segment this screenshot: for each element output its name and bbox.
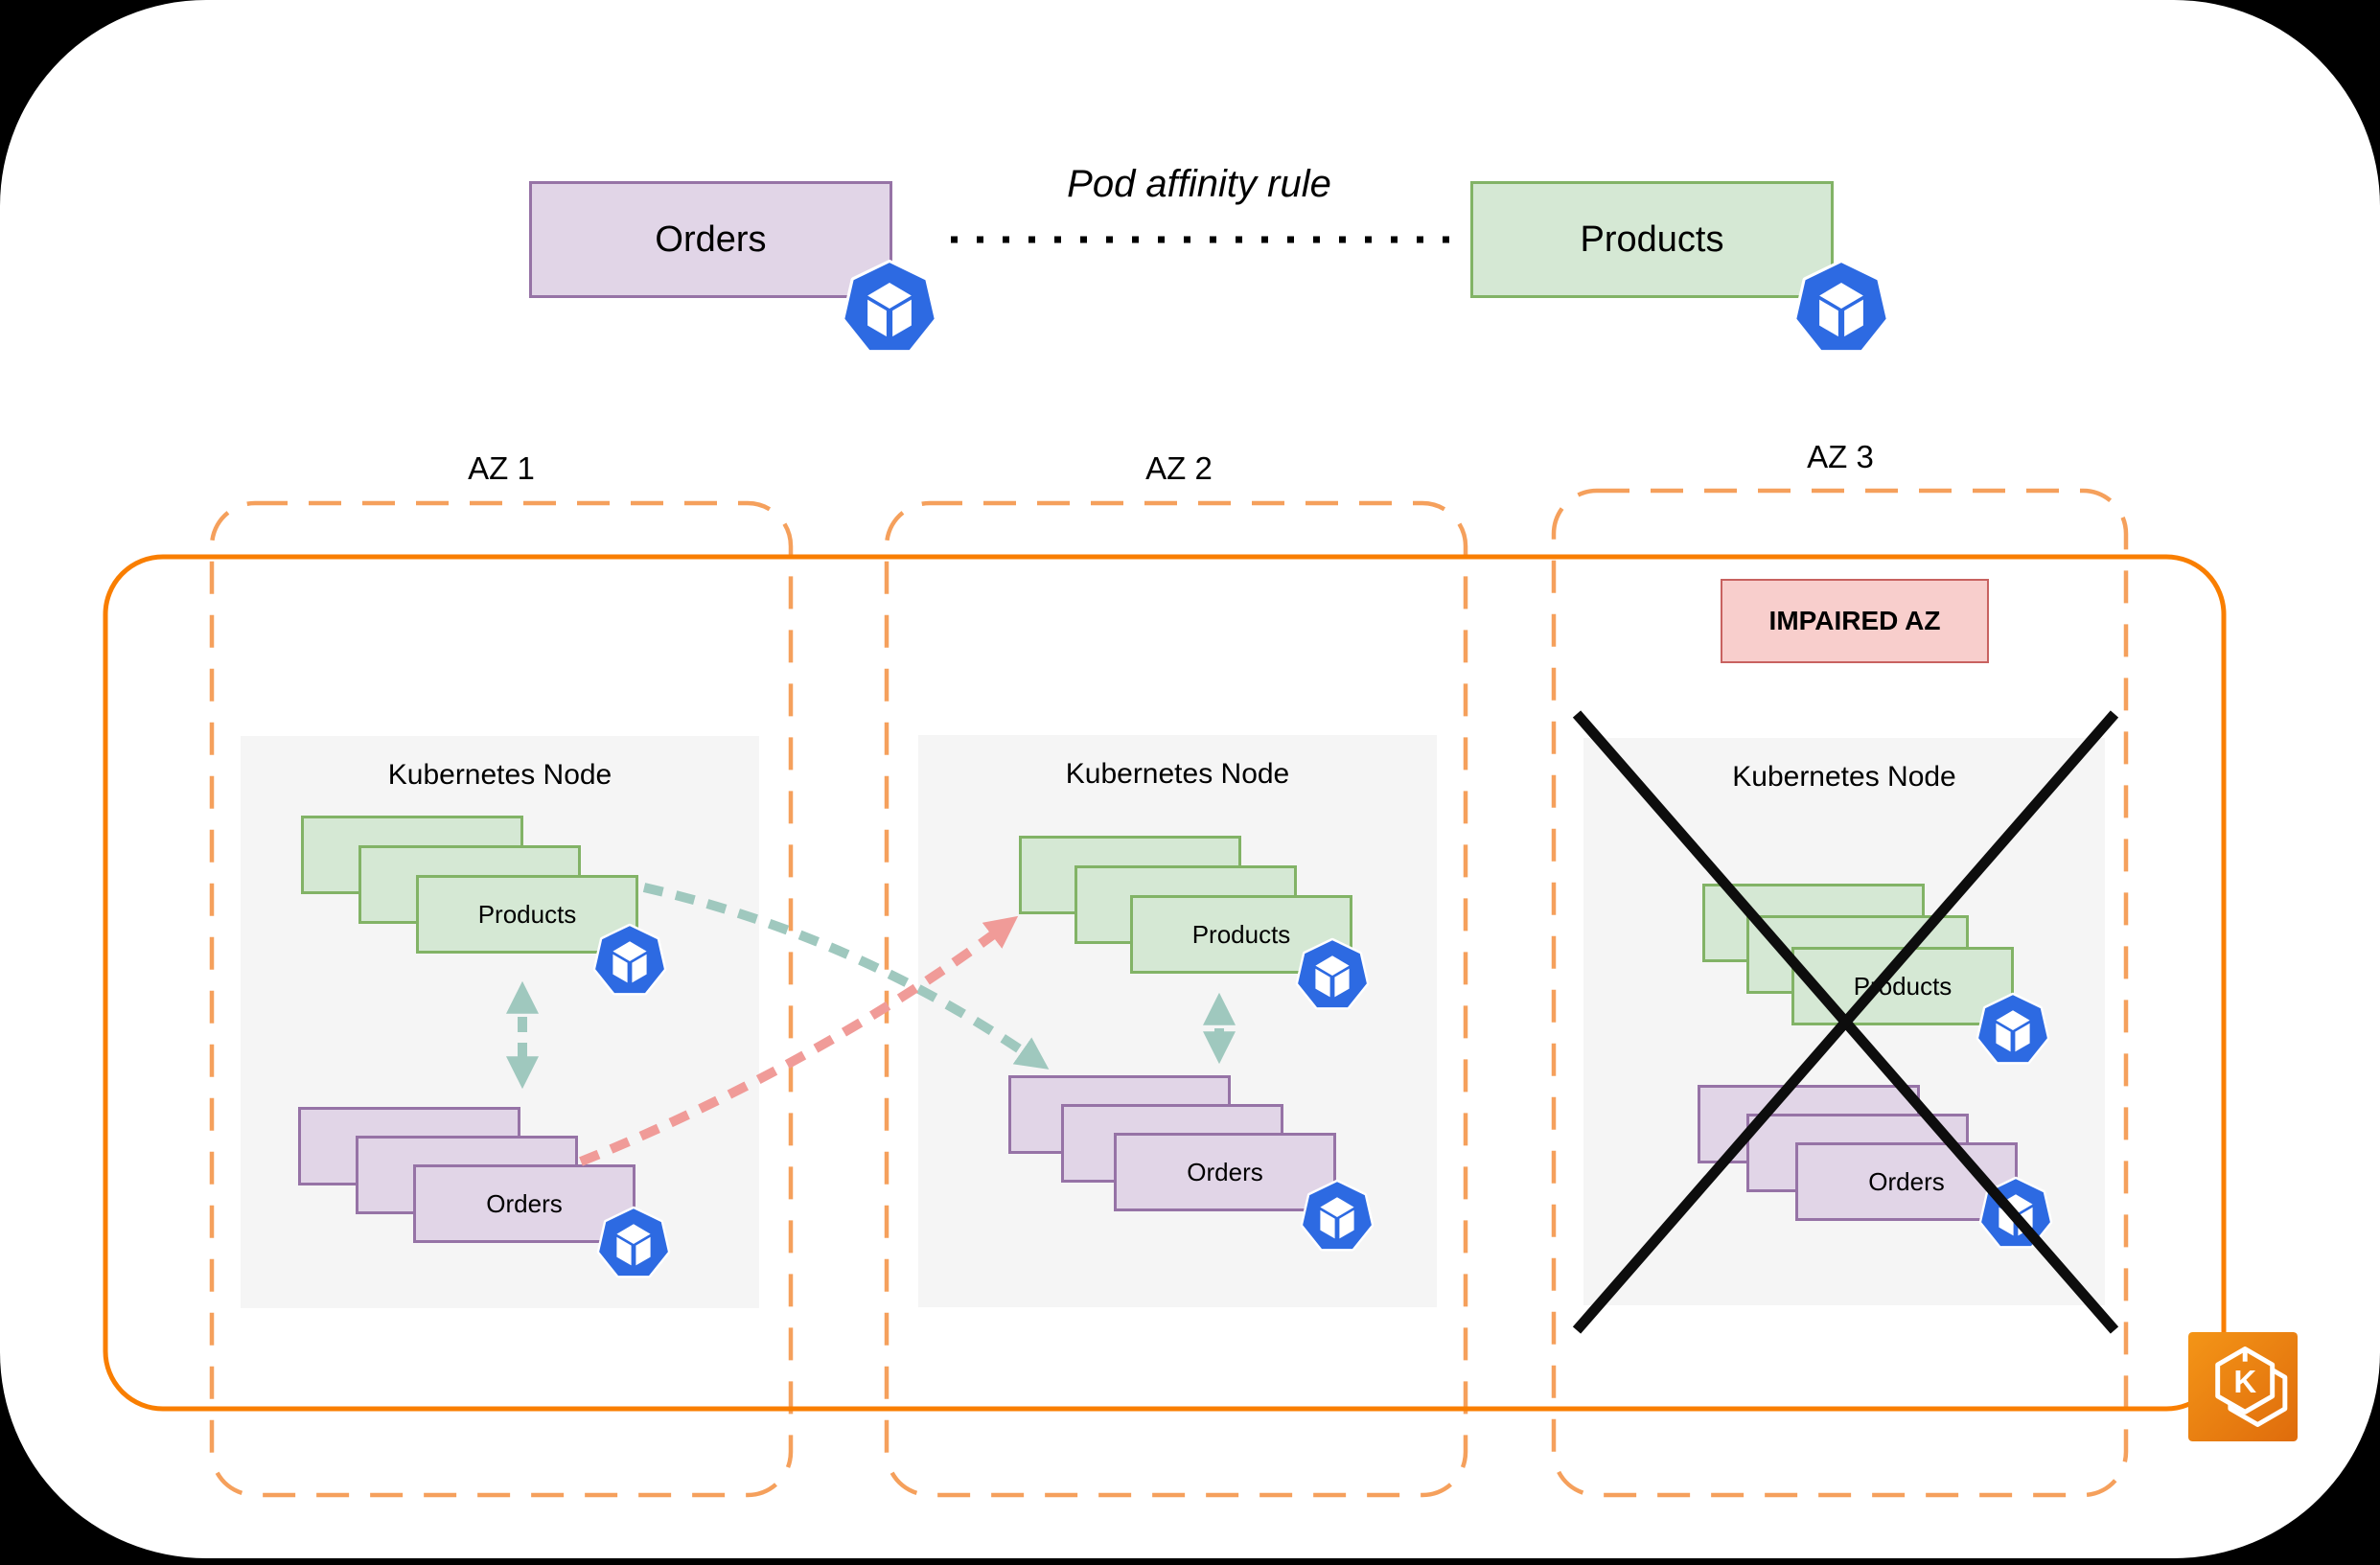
products-pod-label: Products [477, 899, 577, 929]
orders-deployment-box: Orders [529, 181, 892, 298]
impaired-az-label: IMPAIRED AZ [1768, 606, 1941, 635]
kubernetes-pod-icon [1977, 1176, 2054, 1253]
orders-pod-label: Orders [486, 1188, 563, 1218]
kubernetes-node-title: Kubernetes Node [387, 759, 612, 791]
kubernetes-pod-icon [595, 1206, 672, 1282]
az1-label: AZ 1 [468, 450, 535, 486]
products-deployment-box: Products [1470, 181, 1834, 298]
kubernetes-node-title: Kubernetes Node [1732, 761, 1956, 793]
orders-pod-label: Orders [1868, 1166, 1945, 1196]
orders-deployment-label: Orders [655, 219, 767, 260]
kubernetes-pod-icon [591, 923, 668, 1000]
kubernetes-pod-icon [1791, 259, 1891, 358]
products-deployment-label: Products [1580, 219, 1724, 260]
amazon-eks-icon: K [2188, 1332, 2298, 1441]
az3-label: AZ 3 [1807, 439, 1874, 474]
orders-pod-label: Orders [1187, 1157, 1263, 1186]
kubernetes-node-title: Kubernetes Node [1065, 758, 1290, 790]
az2-label: AZ 2 [1145, 450, 1213, 486]
pod-affinity-rule-label: Pod affinity rule [1067, 163, 1331, 205]
products-pod-label: Products [1853, 971, 1953, 1001]
kubernetes-pod-icon [1975, 992, 2051, 1069]
impaired-az-badge: IMPAIRED AZ [1721, 579, 1989, 663]
products-pod-label: Products [1191, 919, 1291, 949]
eks-icon-letter: K [2233, 1364, 2256, 1399]
kubernetes-pod-icon [1294, 937, 1371, 1014]
kubernetes-pod-icon [840, 259, 939, 358]
kubernetes-pod-icon [1299, 1179, 1375, 1255]
